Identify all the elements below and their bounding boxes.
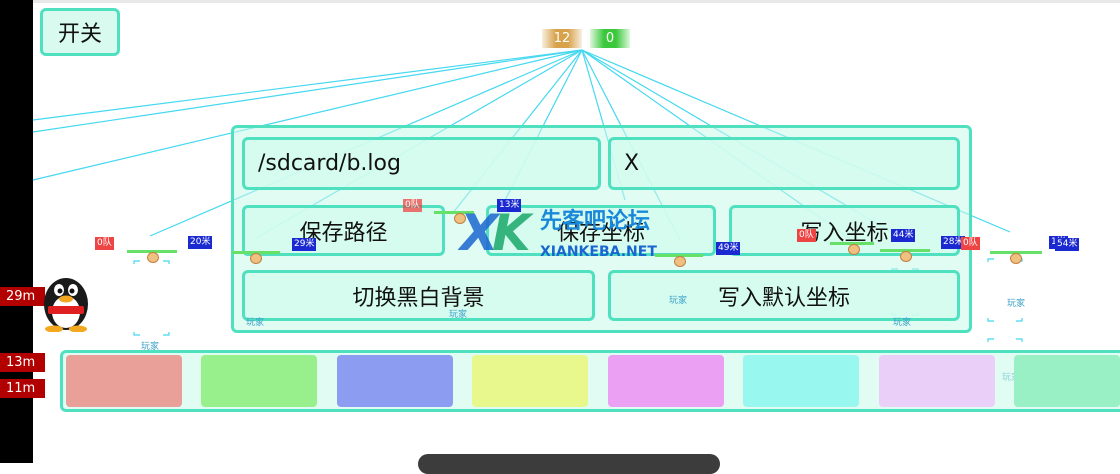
distance-tag: 13米: [497, 199, 522, 212]
color-swatch-2[interactable]: [201, 355, 317, 407]
svg-text:X: X: [458, 204, 501, 262]
write-coord-button[interactable]: 写入坐标: [729, 205, 960, 256]
top-border: [33, 0, 1120, 3]
distance-tag: 29米: [292, 238, 317, 251]
player-label: 玩家: [449, 310, 468, 320]
distance-tag: 49米: [716, 242, 741, 255]
side-distance-tag: 11m: [0, 379, 45, 398]
color-swatch-1[interactable]: [66, 355, 182, 407]
switch-button[interactable]: 开关: [40, 8, 120, 56]
svg-text:K: K: [492, 204, 534, 262]
hp-bar: [434, 211, 474, 214]
path-input[interactable]: /sdcard/b.log: [242, 137, 601, 190]
color-swatch-4[interactable]: [472, 355, 588, 407]
toggle-bw-background-button[interactable]: 切换黑白背景: [242, 270, 595, 321]
side-distance-tag: 29m: [0, 287, 45, 306]
watermark-title: 先客吧论坛: [540, 208, 650, 234]
player-head-icon: [147, 252, 159, 263]
color-swatch-6[interactable]: [743, 355, 859, 407]
distance-tag: 20米: [188, 236, 213, 249]
hp-bar: [127, 250, 177, 253]
player-head-icon: [674, 256, 686, 267]
enemy-count-badge: 12: [542, 29, 582, 48]
player-label: 玩家: [246, 318, 265, 328]
watermark-subtitle: XIANKEBA.NET: [540, 244, 657, 260]
player-head-icon: [1010, 253, 1022, 264]
distance-tag: 28米: [941, 236, 966, 249]
penguin-mascot-icon: [44, 278, 88, 332]
distance-tag: 54米: [1055, 238, 1080, 251]
save-path-button[interactable]: 保存路径: [242, 205, 445, 256]
player-label: 玩家: [669, 296, 688, 306]
hp-bar: [830, 242, 874, 245]
hp-bar: [880, 249, 930, 252]
hp-bar: [655, 254, 703, 257]
player-head-icon: [454, 213, 466, 224]
write-default-coord-button[interactable]: 写入默认坐标: [608, 270, 960, 321]
coord-input[interactable]: X: [608, 137, 960, 190]
color-swatch-5[interactable]: [608, 355, 724, 407]
hp-bar: [232, 251, 280, 254]
color-swatch-8[interactable]: [1014, 355, 1120, 407]
distance-tag: 44米: [891, 229, 916, 242]
color-swatch-3[interactable]: [337, 355, 453, 407]
player-label: 玩家: [141, 342, 160, 352]
team-tag: 0队: [403, 199, 422, 212]
save-coord-button[interactable]: 保存坐标: [486, 205, 716, 256]
player-head-icon: [900, 251, 912, 262]
player-label: 玩家: [1007, 299, 1026, 309]
side-distance-tag: 13m: [0, 353, 45, 372]
team-tag: 0队: [95, 237, 114, 250]
team-tag: 0队: [797, 229, 816, 242]
color-swatch-7[interactable]: [879, 355, 995, 407]
player-label: 玩家: [893, 318, 912, 328]
team-tag: 0队: [961, 237, 980, 250]
navigation-gesture-bar[interactable]: [418, 454, 720, 474]
hp-bar: [990, 251, 1042, 254]
xiankeba-watermark-logo: X K 先客吧论坛 XIANKEBA.NET: [458, 204, 657, 262]
player-head-icon: [848, 244, 860, 255]
player-head-icon: [250, 253, 262, 264]
friend-count-badge: 0: [590, 29, 630, 48]
